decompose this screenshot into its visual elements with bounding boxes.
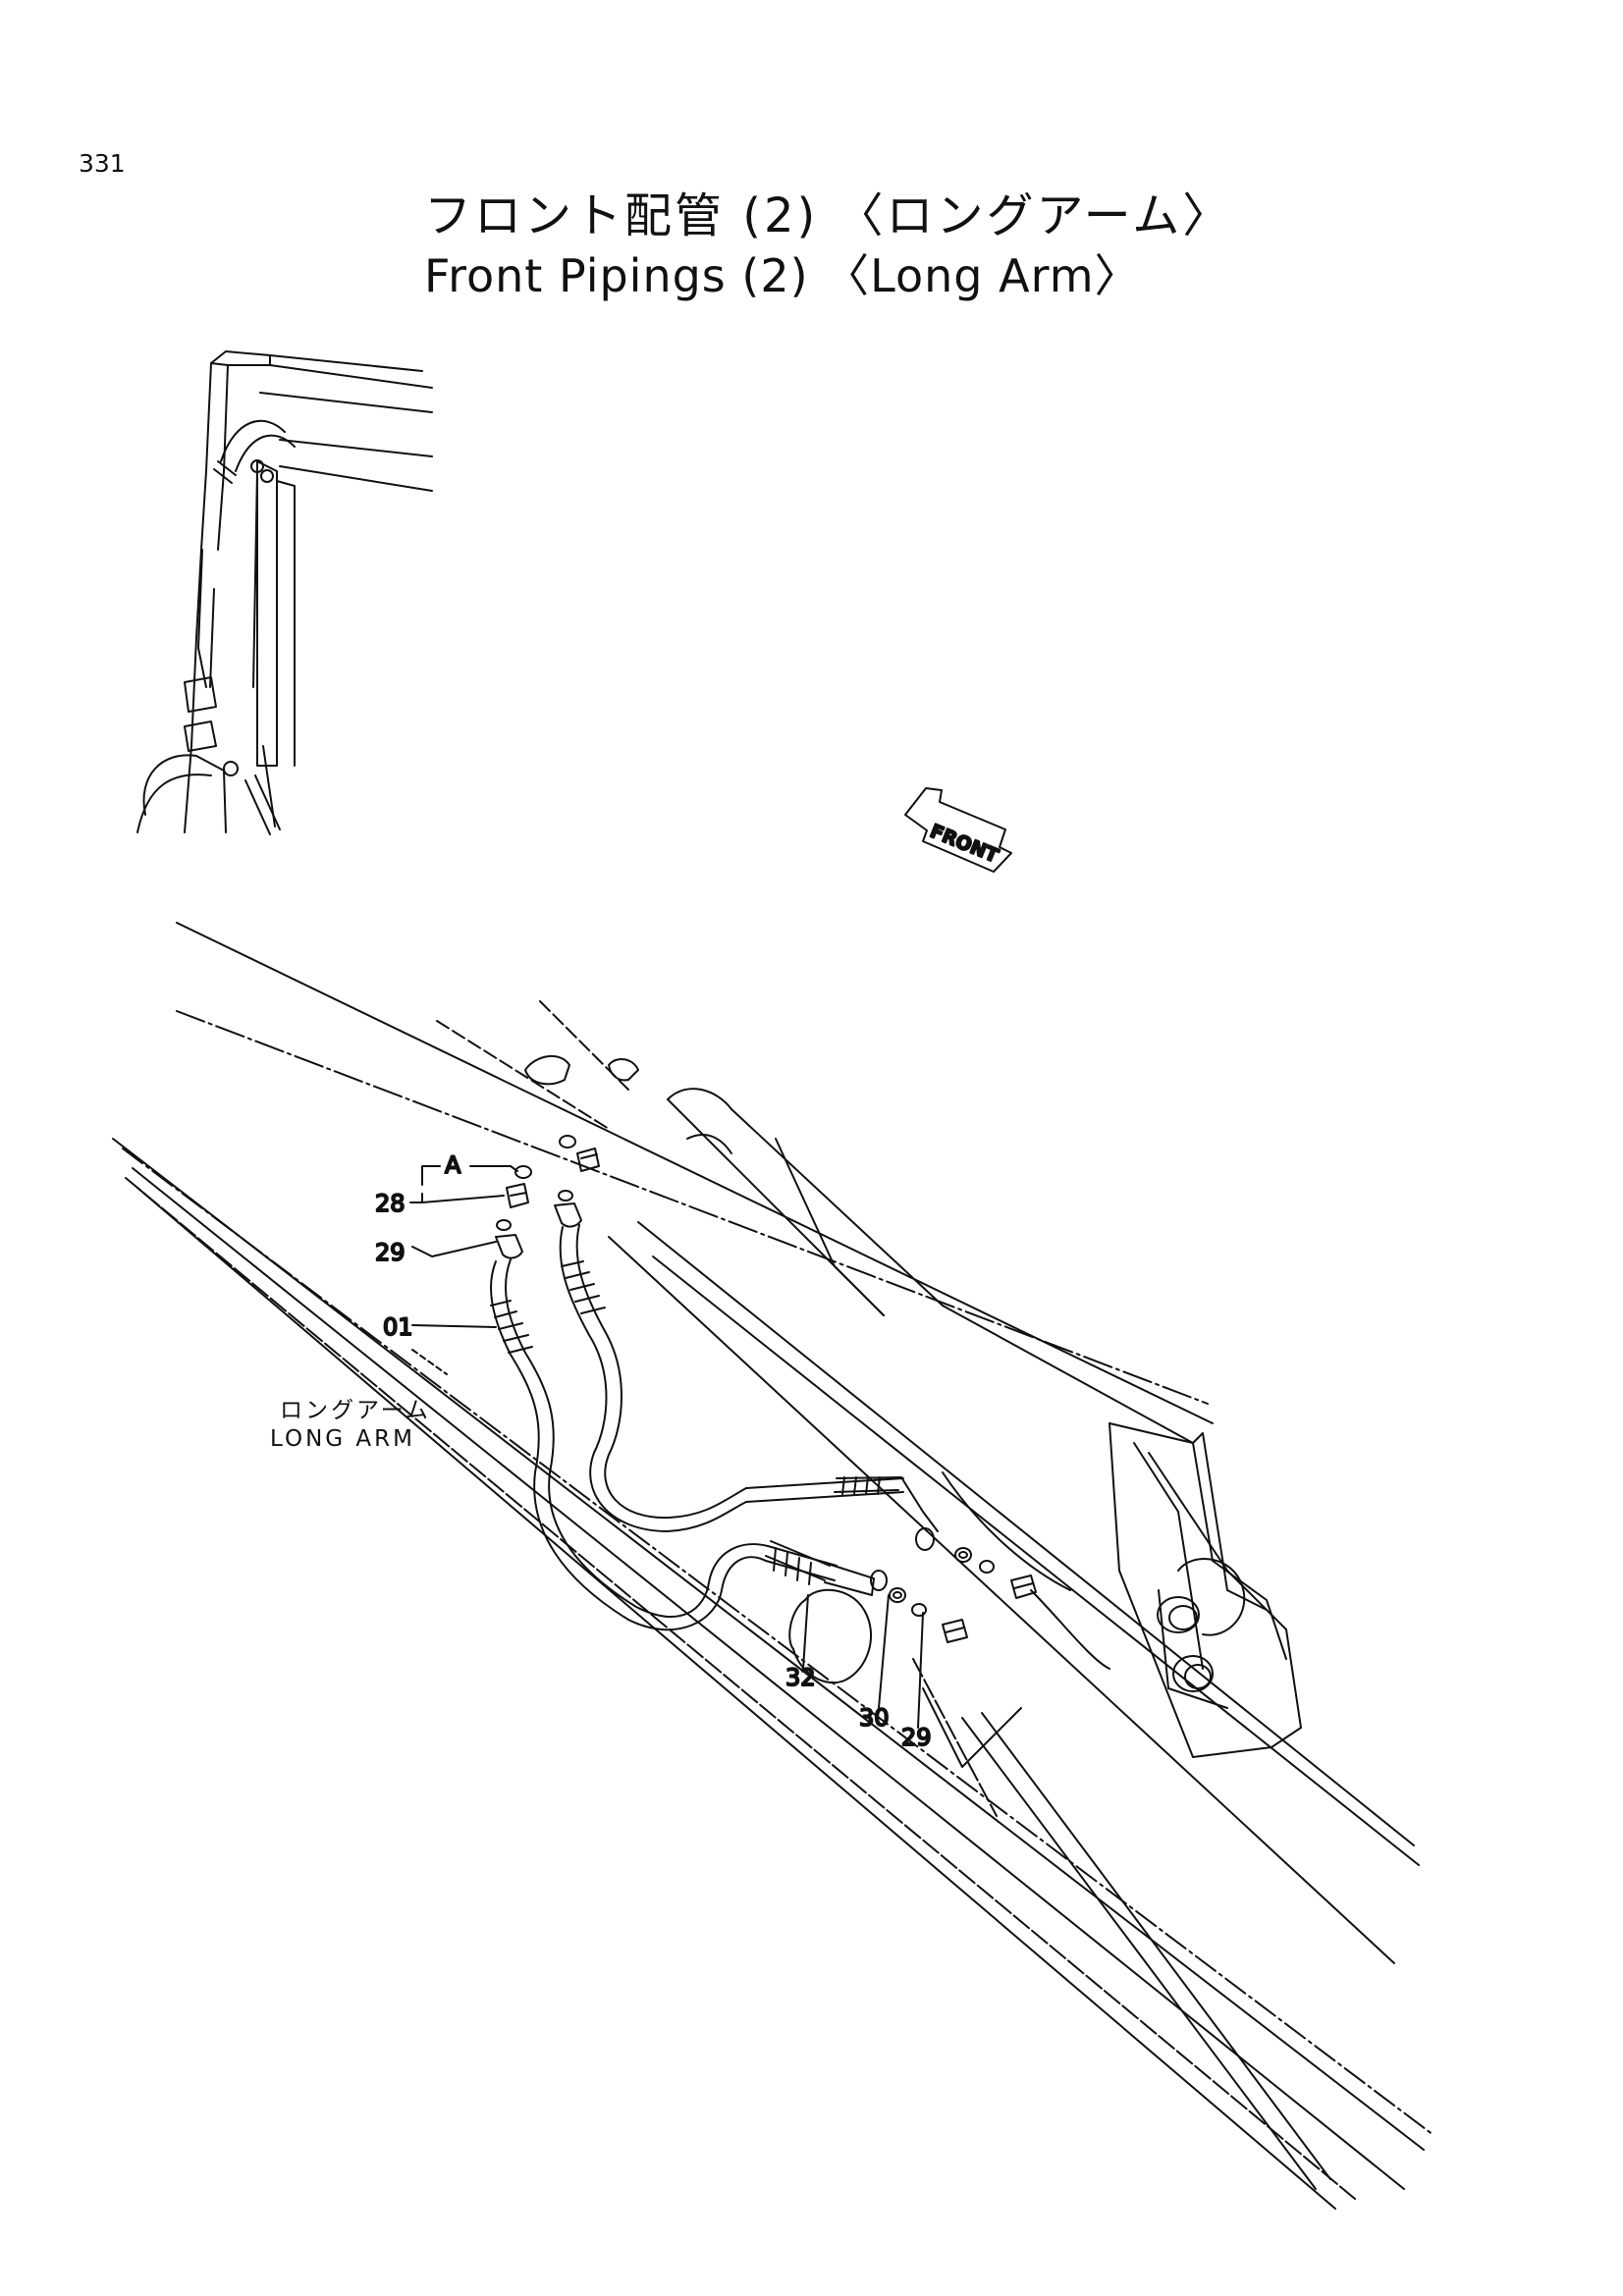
callout-32: 32 — [785, 1664, 816, 1691]
page-title-japanese: フロント配管 (2) 〈ロングアーム〉 — [424, 188, 1233, 243]
long-arm-body — [112, 922, 1434, 2210]
long-arm-label-japanese: ロングアーム — [280, 1398, 431, 1423]
callout-leaders — [409, 1165, 924, 1729]
callout-28: 28 — [375, 1190, 406, 1217]
callout-29-upper: 29 — [375, 1239, 406, 1266]
page-title-english: Front Pipings (2) 〈Long Arm〉 — [424, 249, 1141, 302]
pipe-fittings — [495, 1135, 1037, 1684]
long-arm-label-english: LONG ARM — [270, 1426, 415, 1452]
callout-01: 01 — [383, 1313, 413, 1341]
callout-labels: A 28 29 01 32 30 29 — [374, 1150, 933, 1752]
excavator-overview-inset — [136, 350, 433, 835]
front-arrow-label: FRONT — [927, 821, 1001, 868]
hydraulic-hoses — [490, 1224, 939, 1631]
callout-29-lower: 29 — [901, 1724, 932, 1751]
group-label-a: A — [445, 1151, 461, 1179]
front-direction-arrow: FRONT — [904, 787, 1012, 873]
page-number: 331 — [79, 149, 126, 178]
callout-30: 30 — [859, 1704, 890, 1732]
